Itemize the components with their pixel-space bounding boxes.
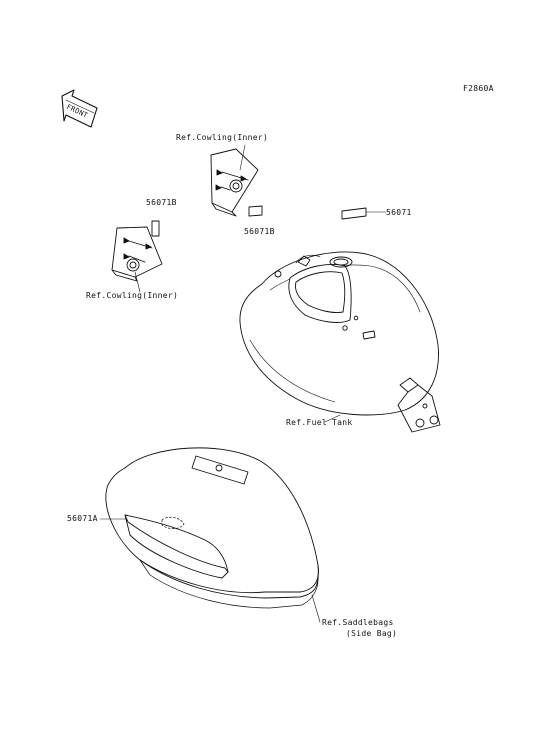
ref-cowling-inner-upper-label: Ref.Cowling(Inner): [176, 133, 269, 142]
ref-saddlebags-sub-label: (Side Bag): [346, 629, 398, 638]
part-56071B-lower-label: 56071B: [244, 227, 275, 236]
ref-saddlebags-label: Ref.Saddlebags: [322, 618, 394, 627]
saddlebag: [105, 447, 319, 609]
ref-cowling-inner-lower-label: Ref.Cowling(Inner): [86, 291, 179, 300]
part-56071-label: 56071: [386, 208, 412, 217]
front-arrow-icon: [61, 89, 98, 128]
part-56071B-upper-label: 56071B: [146, 198, 177, 207]
ref-fuel-tank-label: Ref.Fuel Tank: [286, 418, 353, 427]
figure-id: F2860A: [463, 84, 494, 93]
cowling-inner-upper: [210, 148, 259, 217]
decal-56071: [341, 207, 367, 220]
decal-56071B-lower: [151, 220, 160, 237]
part-56071A-label: 56071A: [67, 514, 98, 523]
decal-56071B-upper: [248, 205, 263, 217]
cowling-inner-lower: [111, 226, 163, 282]
fuel-tank: [239, 251, 441, 433]
